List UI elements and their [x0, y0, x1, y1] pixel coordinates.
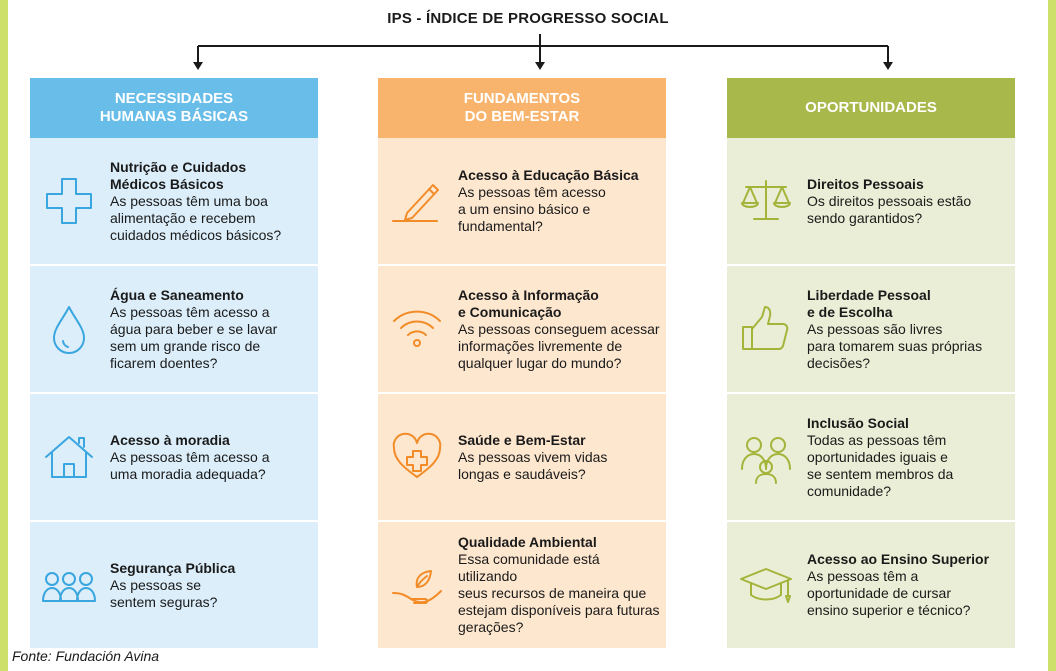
- indicator-description: As pessoas têm acesso a uma moradia adeq…: [110, 448, 270, 482]
- column-header: FUNDAMENTOS DO BEM-ESTAR: [378, 78, 666, 138]
- graduation-cap-icon: [731, 557, 801, 613]
- pencil-icon: [382, 173, 452, 229]
- indicator-description: Os direitos pessoais estão sendo garanti…: [807, 192, 972, 226]
- indicator-description: As pessoas têm uma boa alimentação e rec…: [110, 192, 282, 243]
- indicator-title: Segurança Pública: [110, 559, 236, 576]
- column-header: OPORTUNIDADES: [727, 78, 1015, 138]
- scales-icon: [731, 173, 801, 229]
- house-icon: [34, 429, 104, 485]
- indicator-title: Direitos Pessoais: [807, 175, 924, 192]
- indicator-title: Inclusão Social: [807, 414, 909, 431]
- water-drop-icon: [34, 301, 104, 357]
- column-header: NECESSIDADES HUMANAS BÁSICAS: [30, 78, 318, 138]
- source-note: Fonte: Fundación Avina: [12, 648, 160, 664]
- indicator-title: Acesso à moradia: [110, 431, 230, 448]
- indicator-description: Todas as pessoas têm oportunidades iguai…: [807, 431, 954, 499]
- indicator-title: Acesso à Informação e Comunicação: [458, 286, 599, 320]
- indicator-title: Água e Saneamento: [110, 286, 244, 303]
- medical-cross-icon: [34, 173, 104, 229]
- indicator-title: Acesso à Educação Básica: [458, 167, 639, 183]
- indicator-description: Essa comunidade está utilizando seus rec…: [458, 551, 660, 635]
- indicator-title: Qualidade Ambiental: [458, 534, 597, 550]
- column-fundamentos: FUNDAMENTOS DO BEM-ESTAR Acesso à Educaçã…: [378, 78, 666, 648]
- indicator-description: As pessoas vivem vidas longas e saudávei…: [458, 448, 608, 482]
- indicator-title: Nutrição e Cuidados Médicos Básicos: [110, 158, 247, 192]
- page-title: IPS - ÍNDICE DE PROGRESSO SOCIAL: [387, 10, 669, 27]
- indicator-description: As pessoas têm a oportunidade de cursar …: [807, 568, 971, 618]
- people-group-icon: [34, 557, 104, 613]
- indicator-title: Saúde e Bem-Estar: [458, 431, 586, 448]
- thumbs-up-icon: [731, 301, 801, 357]
- indicator-description: As pessoas têm acesso a um ensino básico…: [458, 184, 606, 234]
- indicator-description: As pessoas conseguem acessar informações…: [458, 320, 660, 371]
- hand-leaf-icon: [382, 557, 452, 613]
- indicator-title: Acesso ao Ensino Superior: [807, 551, 990, 567]
- column-necessidades: NECESSIDADES HUMANAS BÁSICAS Nutrição e C…: [30, 78, 318, 648]
- indicator-description: As pessoas são livres para tomarem suas …: [807, 320, 983, 371]
- title-connector: [193, 34, 893, 70]
- wifi-icon: [382, 301, 452, 357]
- inclusion-people-icon: [731, 429, 801, 485]
- indicator-description: As pessoas se sentem seguras?: [110, 576, 218, 610]
- indicator-description: As pessoas têm acesso a água para beber …: [110, 303, 278, 371]
- indicator-title: Liberdade Pessoal e de Escolha: [807, 286, 931, 320]
- heart-cross-icon: [382, 429, 452, 485]
